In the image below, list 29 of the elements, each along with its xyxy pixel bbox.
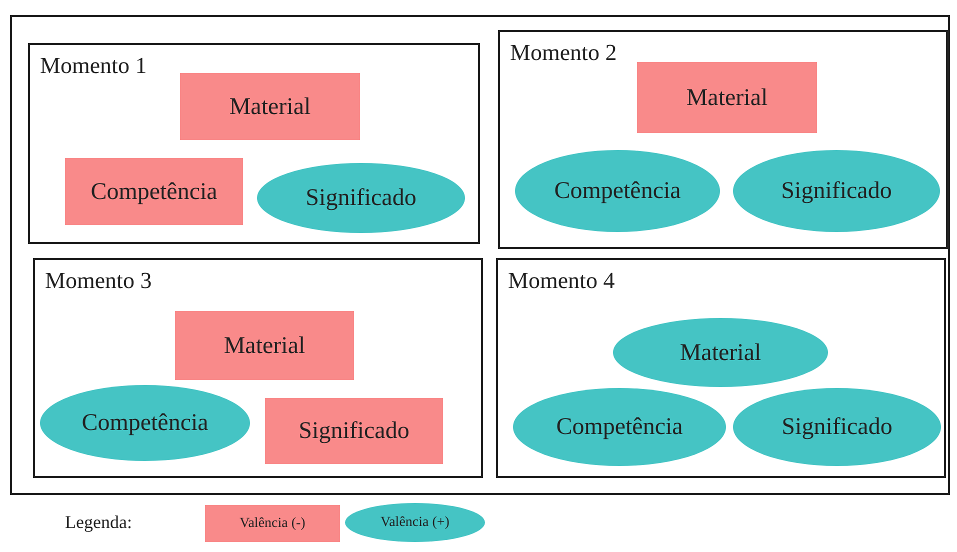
panel-title: Momento 4 — [508, 267, 615, 295]
panel-title: Momento 2 — [510, 39, 617, 67]
valence-box — [180, 73, 360, 140]
node-label: Significado — [306, 184, 416, 213]
node-label: Significado — [781, 177, 892, 206]
node-label: Significado — [298, 417, 410, 446]
node-label: Competência — [556, 413, 683, 442]
node-label: Competência — [90, 178, 218, 206]
node-label: Competência — [82, 409, 208, 438]
moment-panel — [498, 30, 948, 249]
moment-panel — [28, 43, 480, 244]
node-label: Competência — [554, 177, 681, 206]
node-label: Significado — [782, 413, 892, 442]
node-label: Material — [686, 84, 768, 112]
node-label: Material — [224, 332, 306, 360]
node-label: Material — [229, 92, 311, 122]
panel-title: Momento 3 — [45, 267, 152, 295]
legend-label: Valência (-) — [240, 515, 306, 533]
node-label: Material — [680, 338, 762, 368]
valence-box — [637, 62, 817, 133]
panel-title: Momento 1 — [40, 52, 147, 80]
outer-frame — [10, 15, 950, 495]
moment-panel — [33, 258, 483, 478]
legend-label: Valência (+) — [380, 514, 450, 532]
valence-box — [175, 311, 354, 380]
valence-box — [65, 158, 243, 225]
valence-box — [265, 398, 443, 464]
moment-panel — [496, 258, 946, 478]
legend-title: Legenda: — [65, 511, 132, 534]
